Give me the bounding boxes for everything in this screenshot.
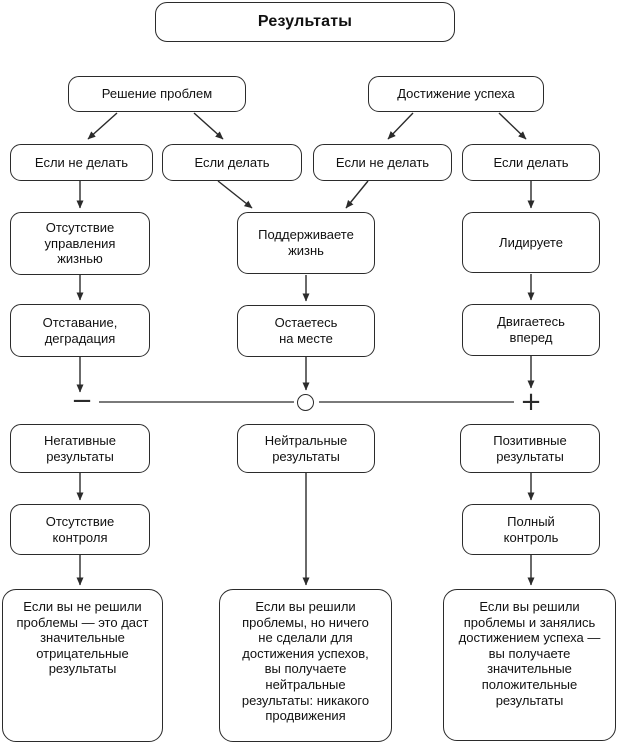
node-solve-if-not-do: Если не делать: [10, 144, 153, 181]
axis-plus-sign: +: [520, 387, 542, 417]
node-leading: Лидируете: [462, 212, 600, 273]
node-outcome-negative: Если вы не решили проблемы — это даст зн…: [2, 589, 163, 742]
axis-minus-sign: −: [71, 386, 93, 416]
node-solve-if-do: Если делать: [162, 144, 302, 181]
node-outcome-positive: Если вы решили проблемы и занялись дости…: [443, 589, 616, 741]
node-no-control: Отсутствие контроля: [10, 504, 150, 555]
node-positive-results: Позитивные результаты: [460, 424, 600, 473]
node-neutral-results: Нейтральные результаты: [237, 424, 375, 473]
node-success-if-do: Если делать: [462, 144, 600, 181]
node-title: Результаты: [155, 2, 455, 42]
node-staying-in-place: Остаетесь на месте: [237, 305, 375, 357]
node-lagging-degradation: Отставание, деградация: [10, 304, 150, 357]
node-success-if-not-do: Если не делать: [313, 144, 452, 181]
node-moving-forward: Двигаетесь вперед: [462, 304, 600, 356]
node-outcome-neutral: Если вы решили проблемы, но ничего не сд…: [219, 589, 392, 742]
node-solve-problems: Решение проблем: [68, 76, 246, 112]
node-full-control: Полный контроль: [462, 504, 600, 555]
axis-neutral-circle-icon: [297, 394, 314, 411]
node-negative-results: Негативные результаты: [10, 424, 150, 473]
arrow-group: [76, 112, 535, 586]
node-no-life-management: Отсутствие управления жизнью: [10, 212, 150, 275]
node-maintain-life: Поддерживаете жизнь: [237, 212, 375, 274]
node-achieve-success: Достижение успеха: [368, 76, 544, 112]
